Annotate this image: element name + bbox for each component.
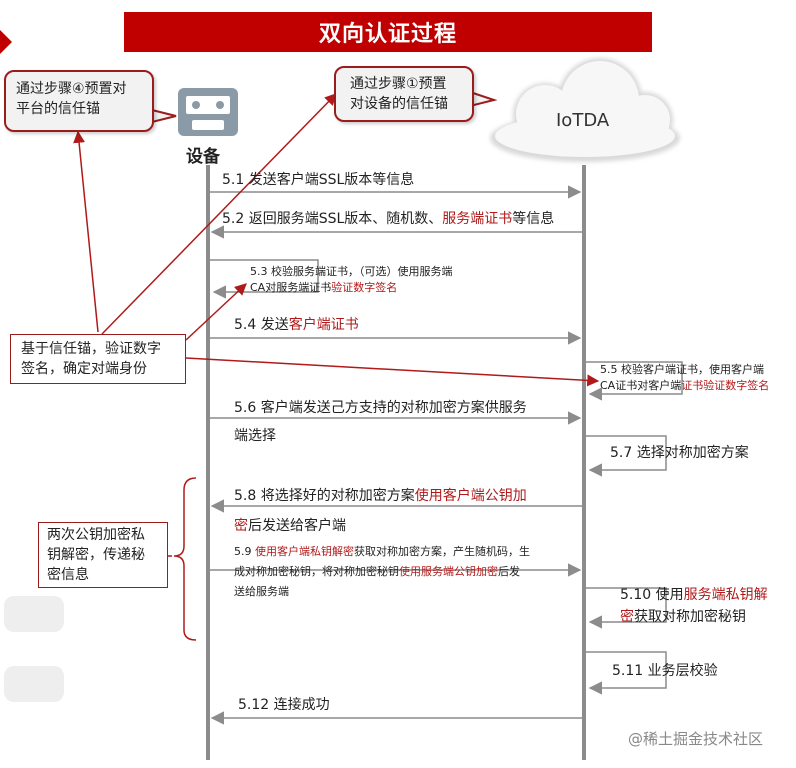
title-marker bbox=[0, 30, 12, 54]
step-5-3-label: 5.3 校验服务端证书，（可选）使用服务端 CA对服务端证书验证数字签名 bbox=[250, 265, 453, 294]
step-5-12-label: 5.12 连接成功 bbox=[238, 697, 330, 713]
step-5-7-label: 5.7 选择对称加密方案 bbox=[610, 445, 749, 461]
step-5-2-label: 5.2 返回服务端SSL版本、随机数、服务端证书等信息 bbox=[222, 211, 555, 227]
device-label: 设备 bbox=[186, 147, 220, 167]
arrow-5-7 bbox=[586, 435, 667, 477]
step-5-10-label: 5.10 使用服务端私钥解 密获取对称加密秘钥 bbox=[620, 587, 768, 625]
blur-mark bbox=[4, 666, 64, 702]
device-icon bbox=[178, 88, 238, 136]
step-5-5-label: 5.5 校验客户端证书，使用客户端 CA证书对客户端证书验证数字签名 bbox=[600, 363, 770, 392]
red-arrow-to-5-3 bbox=[185, 283, 247, 341]
blur-mark bbox=[4, 596, 64, 632]
arrow-5-5 bbox=[586, 361, 683, 401]
step-5-8-label: 5.8 将选择好的对称加密方案使用客户端公钥加 密后发送给客户端 bbox=[234, 488, 527, 534]
red-arrow-to-5-5 bbox=[185, 357, 600, 387]
callout-tail-step4 bbox=[151, 108, 177, 124]
callout-trust: 基于信任锚，验证数字 签名，确定对端身份 bbox=[10, 334, 186, 384]
cloud-icon bbox=[490, 58, 680, 162]
red-arrow-to-step4 bbox=[73, 130, 99, 333]
arrow-5-10 bbox=[586, 587, 667, 629]
callout-keys: 两次公钥加密私 钥解密，传递秘 密信息 bbox=[38, 522, 168, 588]
watermark: @稀土掘金技术社区 bbox=[628, 730, 764, 748]
callout-step1: 通过步骤①预置 对设备的信任锚 bbox=[334, 66, 474, 122]
step-5-9-label: 5.9 使用客户端私钥解密获取对称加密方案，产生随机码，生 成对称加密秘钥，将对… bbox=[234, 545, 530, 598]
page-title: 双向认证过程 bbox=[124, 12, 652, 52]
step-5-1-label: 5.1 发送客户端SSL版本等信息 bbox=[222, 172, 415, 188]
callout-step4: 通过步骤④预置对 平台的信任锚 bbox=[4, 70, 154, 132]
step-5-4-label: 5.4 发送客户端证书 bbox=[234, 317, 359, 333]
arrow-5-11 bbox=[586, 651, 667, 695]
step-5-11-label: 5.11 业务层校验 bbox=[612, 663, 718, 679]
arrow-5-3 bbox=[210, 259, 319, 299]
iotda-label: IoTDA bbox=[556, 110, 610, 131]
key-exchange-bracket bbox=[173, 477, 197, 641]
red-arrow-to-step1 bbox=[101, 93, 337, 335]
step-5-6-label: 5.6 客户端发送己方支持的对称加密方案供服务 端选择 bbox=[234, 400, 527, 444]
